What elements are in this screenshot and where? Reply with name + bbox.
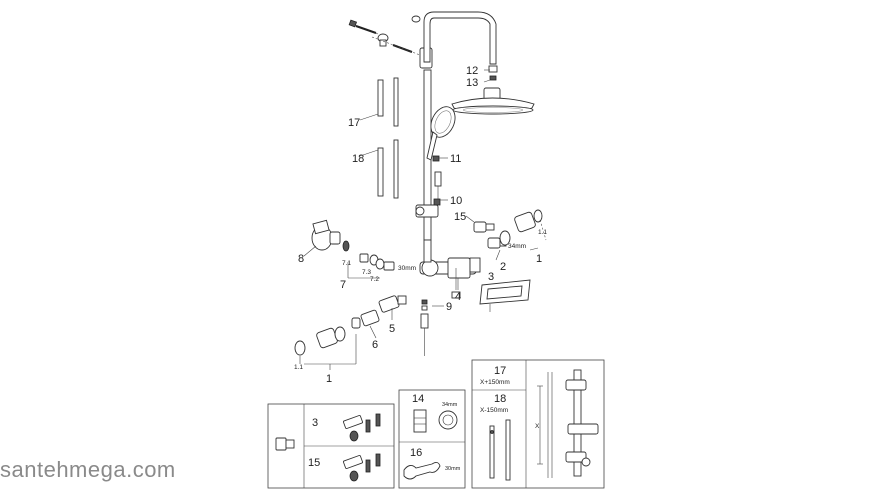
- callout-3: 3: [488, 271, 494, 283]
- kit-cartridge-icon: [275, 437, 295, 451]
- tool-item-a-label: 14: [412, 393, 424, 405]
- handle-8: [311, 219, 350, 252]
- kit-row-a-label: 3: [312, 417, 318, 429]
- callout-12: 12: [466, 65, 478, 77]
- callout-10: 10: [450, 195, 462, 207]
- kit-row-a-parts: [343, 413, 381, 442]
- callout-7-2: 7.2: [370, 276, 379, 283]
- callout-7: 7: [340, 279, 346, 291]
- rail-item-b-length: X-150mm: [480, 407, 508, 414]
- callout-1-right: 1: [536, 253, 542, 265]
- rail-install-icon: [537, 369, 599, 478]
- dim-30mm: 30mm: [398, 265, 416, 272]
- washer-9: [421, 299, 428, 311]
- shower-hose: [434, 171, 442, 200]
- callout-13: 13: [466, 77, 478, 89]
- callout-1-1-right: 1.1: [538, 229, 547, 236]
- callout-2: 2: [500, 261, 506, 273]
- tool-box: 14 34mm 16 30mm: [398, 389, 466, 489]
- rail-item-a-label: 17: [494, 365, 506, 377]
- shower-head-connector: [488, 65, 498, 81]
- callout-7-3: 7.3: [362, 269, 371, 276]
- kit-row-b-label: 15: [308, 457, 320, 469]
- wrench-icon: [403, 461, 441, 480]
- rail-box: 17 X+150mm 18 X-150mm X: [471, 359, 605, 489]
- rail-x-mark: X: [535, 423, 540, 430]
- callout-15: 15: [454, 211, 466, 223]
- rail-item-a-length: X+150mm: [480, 379, 510, 386]
- rail-extension-18: [377, 139, 399, 199]
- callout-4: 4: [455, 291, 461, 303]
- slide-holder: [415, 198, 441, 218]
- callout-9: 9: [446, 301, 452, 313]
- top-wall-screw: [348, 19, 379, 35]
- callout-11: 11: [450, 153, 461, 165]
- tool-item-b-dim: 30mm: [445, 466, 461, 472]
- callout-1-1-left: 1.1: [294, 364, 303, 371]
- callout-17: 17: [348, 117, 360, 129]
- tool-item-a-dim: 34mm: [442, 402, 458, 408]
- kit-box: 3 15: [267, 403, 395, 489]
- rail-item-b-label: 18: [494, 393, 506, 405]
- valve-15: [473, 221, 495, 233]
- callout-6: 6: [372, 339, 378, 351]
- rail-extension-17: [377, 77, 399, 127]
- rail-pieces-icon: [489, 419, 511, 481]
- callout-7-1: 7.1: [342, 260, 351, 267]
- callout-18: 18: [352, 153, 364, 165]
- cartridge-6: [351, 309, 380, 329]
- connector-4: [451, 268, 461, 299]
- hand-shower: [426, 106, 456, 161]
- hand-shower-nut: [432, 155, 440, 162]
- callout-5: 5: [389, 323, 395, 335]
- watermark: santehmega.com: [0, 457, 176, 482]
- outlet-hose: [420, 313, 429, 356]
- callout-1-left: 1: [326, 373, 332, 385]
- riser-arm: [423, 11, 497, 65]
- handle-1-right: [514, 209, 547, 241]
- socket-tool-icon: [413, 409, 458, 433]
- parts-7x: [347, 253, 395, 279]
- small-cap: [411, 15, 421, 23]
- nut-2: [499, 230, 511, 246]
- tool-item-b-label: 16: [410, 447, 422, 459]
- kit-row-b-parts: [343, 453, 381, 482]
- callout-8: 8: [298, 253, 304, 265]
- rain-shower-head: [451, 87, 535, 115]
- diverter-3: [469, 257, 531, 312]
- thermostat-body: [419, 239, 477, 279]
- dim-34mm: 34mm: [508, 243, 526, 250]
- top-screw-2: [371, 36, 421, 56]
- handle-1-left: [294, 326, 357, 365]
- cartridge-5: [378, 295, 407, 313]
